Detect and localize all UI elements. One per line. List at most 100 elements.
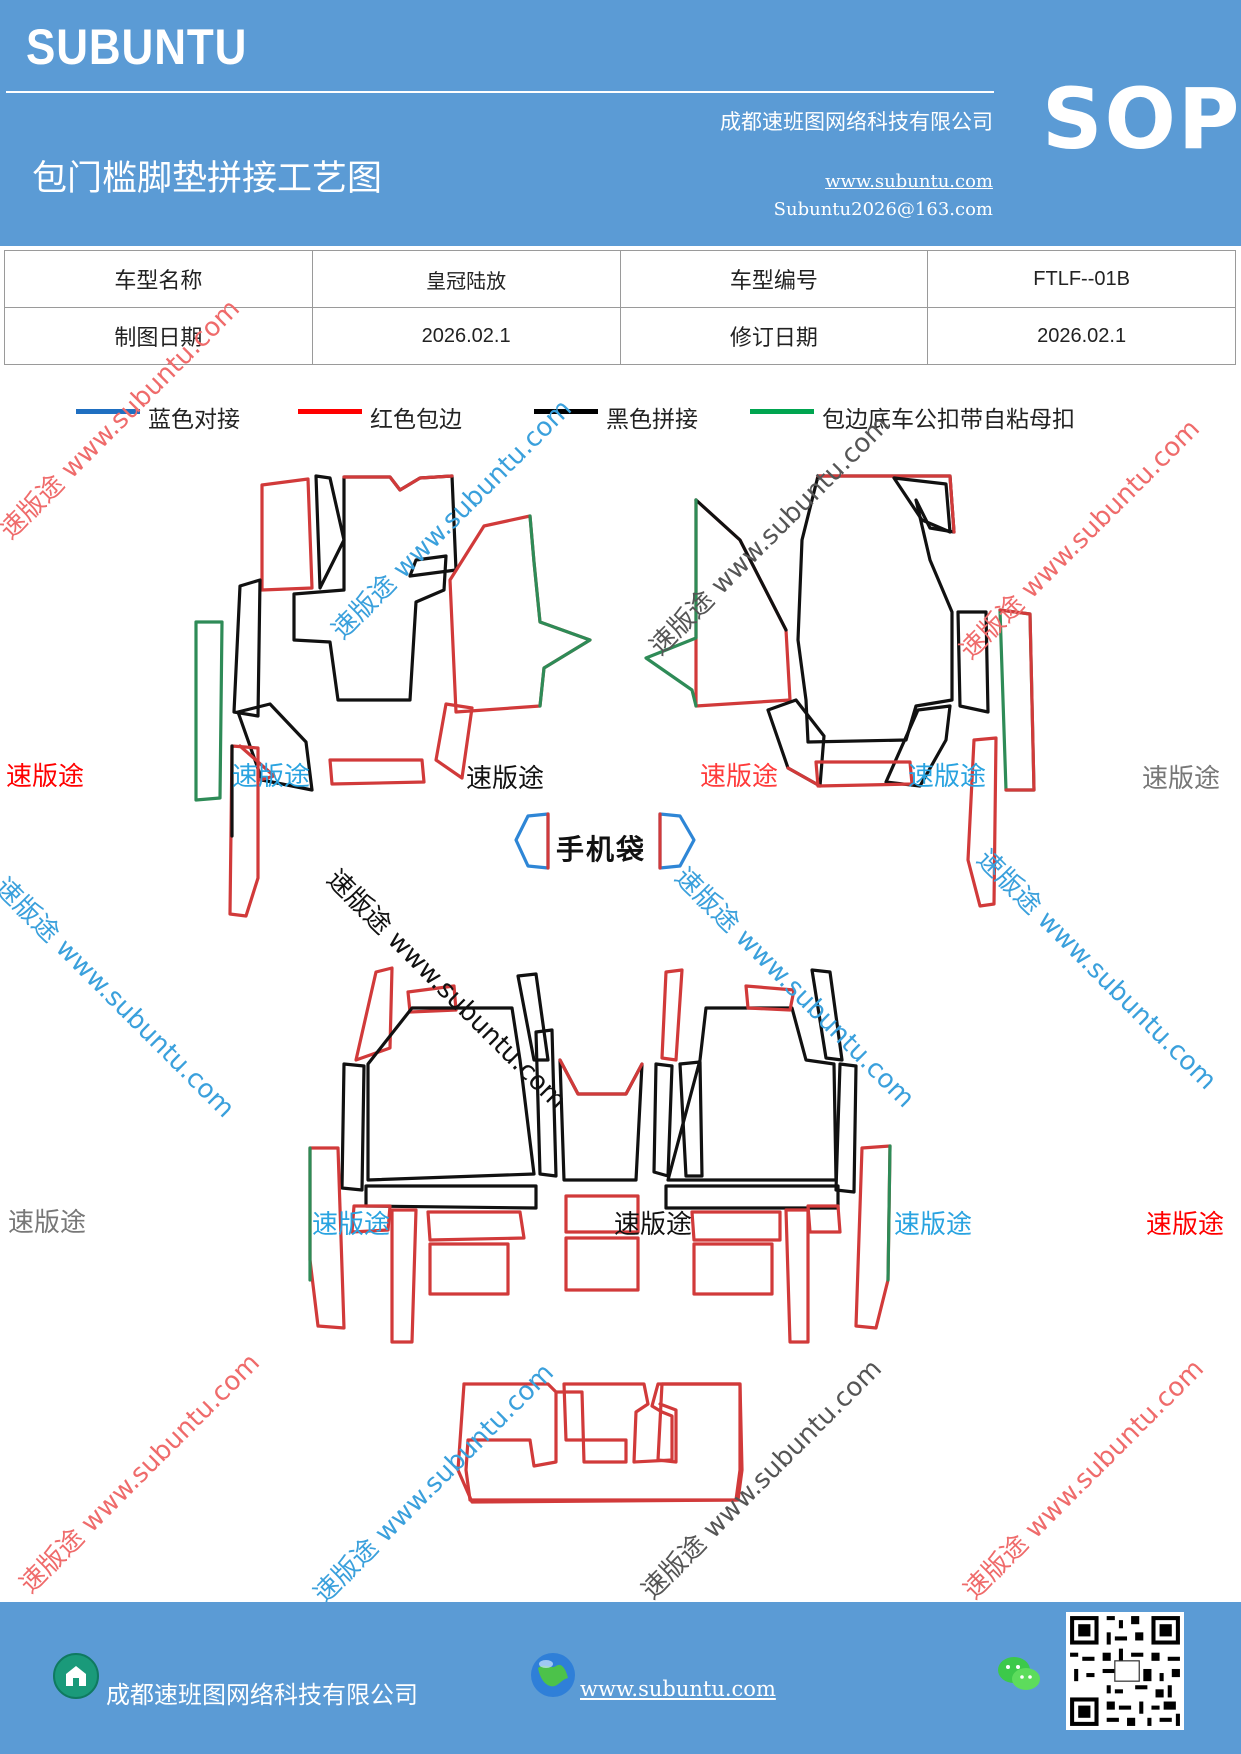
mat-piece (228, 744, 260, 918)
page-title: 包门槛脚垫拼接工艺图 (32, 159, 383, 199)
legend-label: 黑色拼接 (606, 407, 698, 433)
watermark: 速版途 (6, 762, 85, 792)
header-banner: SUBUNTU 成都速班图网络科技有限公司 包门槛脚垫拼接工艺图 www.sub… (0, 0, 1241, 246)
mat-piece (340, 1062, 366, 1192)
draw-date-label: 制图日期 (4, 307, 313, 365)
footer-company: 成都速班图网络科技有限公司 (106, 1681, 418, 1709)
mat-piece (426, 1210, 526, 1242)
rear-mats (308, 966, 892, 1344)
mat-piece (232, 578, 262, 718)
mat-edge-green (528, 514, 592, 708)
mat-edge-red (998, 608, 1036, 792)
mat-piece (784, 1208, 810, 1344)
mat-piece (390, 1208, 418, 1344)
mat-piece (564, 1194, 640, 1234)
mat-piece (462, 1382, 742, 1502)
watermark: 速版途 (894, 1210, 973, 1240)
mat-edge-green (644, 498, 698, 708)
legend-swatch-black (534, 408, 598, 414)
legend-swatch-green (750, 408, 814, 414)
globe-icon (531, 1653, 575, 1697)
header-website-link[interactable]: www.subuntu.com (825, 171, 993, 192)
footer-website-link[interactable]: www.subuntu.com (580, 1677, 776, 1701)
footer-banner: 成都速班图网络科技有限公司 www.subuntu.com (0, 1602, 1241, 1754)
pocket-left (514, 812, 550, 870)
mat-piece (690, 1210, 782, 1242)
watermark: 速版途 (908, 762, 987, 792)
legend-label: 蓝色对接 (148, 407, 240, 433)
mat-piece (314, 474, 346, 590)
mat-piece (194, 620, 224, 802)
qr-code (1066, 1612, 1184, 1730)
mat-piece (692, 1242, 774, 1296)
mat-piece (516, 972, 550, 1062)
watermark: 速版途 (232, 762, 311, 792)
legend-label: 包边底车公扣带自粘母扣 (822, 407, 1075, 433)
mat-edge-red (342, 474, 454, 492)
model-code-value: FTLF--01B (927, 250, 1236, 308)
mat-piece (814, 760, 914, 788)
legend-swatch-red (298, 408, 362, 414)
mat-piece (966, 736, 998, 908)
mat-piece (354, 966, 394, 1062)
mat-edge-red (786, 766, 822, 788)
legend-item-black: 黑色拼接 (534, 400, 698, 434)
mat-piece (328, 758, 426, 786)
mat-piece (406, 984, 458, 1014)
mat-piece (666, 1006, 838, 1182)
header-divider (6, 91, 994, 93)
mat-piece (810, 968, 844, 1062)
mat-piece (834, 1062, 858, 1194)
table-row: 制图日期 2026.02.1 修订日期 2026.02.1 (4, 307, 1236, 365)
legend-swatch-blue (76, 408, 140, 414)
phone-pocket-label: 手机袋 (556, 833, 647, 866)
front-left-mats (194, 474, 592, 918)
legend-item-red: 红色包边 (298, 400, 462, 434)
pocket-right (658, 812, 696, 870)
header-company: 成都速班图网络科技有限公司 (720, 110, 993, 134)
sop-label: SOP (1042, 70, 1241, 168)
draw-date-value: 2026.02.1 (311, 307, 621, 365)
company-icon (53, 1653, 99, 1699)
qr-code-graphic (1066, 1612, 1184, 1730)
mat-piece (564, 1236, 640, 1292)
watermark: 速版途 (8, 1208, 87, 1238)
mat-piece (456, 1382, 744, 1504)
watermark: 速版途 (1142, 764, 1221, 794)
mat-piece (366, 1006, 536, 1182)
mat-edge-black (694, 498, 788, 632)
header-email: Subuntu2026@163.com (773, 199, 993, 220)
mat-piece (744, 984, 796, 1012)
mat-piece (364, 1184, 538, 1210)
mat-drawing (194, 474, 1036, 1504)
legend-label: 红色包边 (370, 407, 462, 433)
mat-piece (558, 1058, 644, 1182)
mat-piece (350, 1204, 392, 1234)
watermark: 速版途 (614, 1210, 693, 1240)
third-row-mat (456, 1382, 744, 1504)
revise-date-value: 2026.02.1 (927, 307, 1236, 365)
mat-piece (660, 968, 684, 1062)
mat-piece (428, 1242, 510, 1296)
mat-edge-red (238, 744, 276, 782)
phone-pocket (514, 812, 696, 870)
info-table: 车型名称 皇冠陆放 车型编号 FTLF--01B 制图日期 2026.02.1 … (4, 250, 1236, 365)
brand-logo: SUBUNTU (26, 19, 248, 75)
legend-item-blue: 蓝色对接 (76, 400, 240, 434)
watermark: 速版途 (1146, 1210, 1225, 1240)
model-name-value: 皇冠陆放 (311, 250, 621, 308)
model-name-label: 车型名称 (4, 250, 313, 308)
mat-piece (892, 476, 952, 534)
mat-piece (678, 1060, 704, 1178)
wechat-icon (998, 1657, 1040, 1690)
mat-piece (448, 514, 592, 714)
watermark: 速版途 (312, 1210, 391, 1240)
mat-piece (806, 1204, 842, 1234)
mat-piece (434, 702, 474, 780)
revise-date-label: 修订日期 (619, 307, 929, 365)
watermark: 速版途 (466, 764, 545, 794)
mat-piece (260, 477, 314, 592)
legend: 蓝色对接 红色包边 黑色拼接 包边底车公扣带自粘母扣 (0, 400, 1241, 440)
mat-piece (796, 474, 956, 744)
legend-item-green: 包边底车公扣带自粘母扣 (750, 400, 1075, 434)
